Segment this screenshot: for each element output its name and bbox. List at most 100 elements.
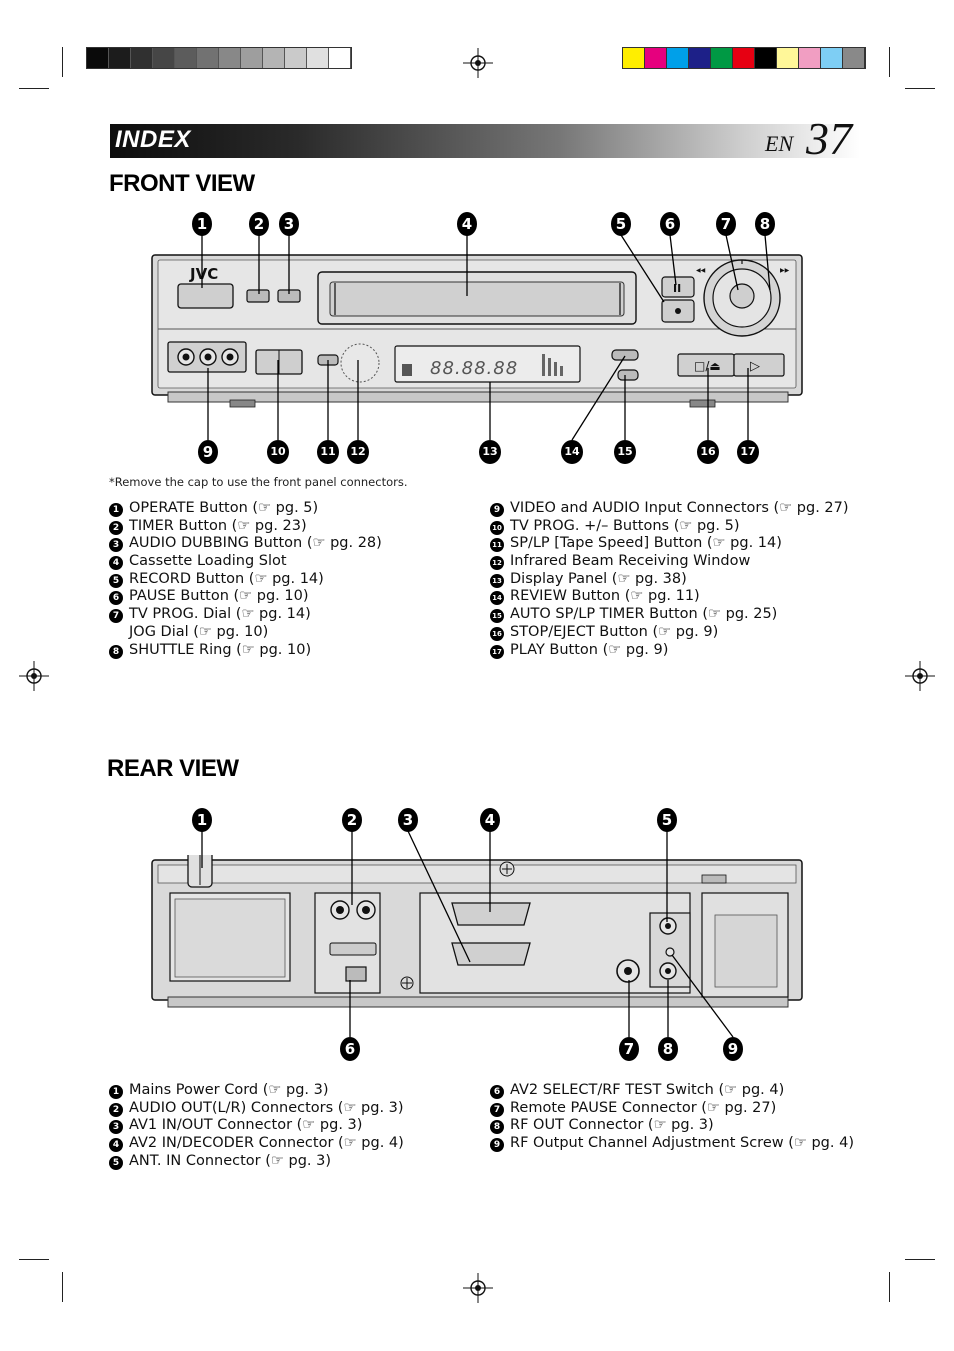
crop-mark [889, 47, 890, 77]
front-callout-5: 5 [611, 212, 631, 236]
list-item-text: Cassette Loading Slot [129, 553, 287, 570]
rear-callout-7: 7 [619, 1037, 639, 1061]
list-item-text: RF OUT Connector (☞ pg. 3) [510, 1117, 714, 1134]
list-item-number: 14 [490, 591, 504, 606]
rear-callout-3: 3 [398, 808, 418, 832]
registration-mark-icon [463, 1273, 493, 1303]
color-swatch [307, 48, 329, 68]
front-callout-6: 6 [660, 212, 680, 236]
color-swatch [733, 48, 755, 68]
list-item: 7 Remote PAUSE Connector (☞ pg. 27) [490, 1100, 854, 1118]
color-swatch [645, 48, 667, 68]
crop-mark [905, 1259, 935, 1260]
color-swatch [87, 48, 109, 68]
front-callout-14: 14 [561, 440, 583, 464]
list-item-text: AV2 IN/DECODER Connector (☞ pg. 4) [129, 1135, 404, 1152]
crop-mark [19, 88, 49, 89]
list-item-text: AUDIO DUBBING Button (☞ pg. 28) [129, 535, 382, 552]
color-swatch [843, 48, 865, 68]
list-item-text: RECORD Button (☞ pg. 14) [129, 570, 324, 587]
rear-callout-5: 5 [657, 808, 677, 832]
list-item-number: 12 [490, 556, 504, 571]
front-callout-10: 10 [267, 440, 289, 464]
front-callout-7: 7 [716, 212, 736, 236]
list-item-text: OPERATE Button (☞ pg. 5) [129, 500, 319, 516]
auto-sp-lp-timer-button [617, 369, 639, 381]
list-item-number: 7 [490, 1102, 504, 1117]
list-item-number: 3 [109, 1120, 123, 1135]
color-swatch [777, 48, 799, 68]
color-swatch [329, 48, 351, 68]
front-view-title: FRONT VIEW [109, 170, 255, 197]
list-item-text: AUTO SP/LP TIMER Button (☞ pg. 25) [510, 606, 778, 623]
front-callout-8: 8 [755, 212, 775, 236]
list-item-number: 15 [490, 609, 504, 624]
list-item-text: TV PROG. +/– Buttons (☞ pg. 5) [510, 517, 740, 534]
front-callout-2: 2 [249, 212, 269, 236]
list-item-text: PLAY Button (☞ pg. 9) [510, 641, 669, 658]
list-item-text: AUDIO OUT(L/R) Connectors (☞ pg. 3) [129, 1099, 404, 1116]
av1-scart-connector [451, 902, 531, 926]
list-item: JOG Dial (☞ pg. 10) [109, 624, 382, 642]
list-item: 8 SHUTTLE Ring (☞ pg. 10) [109, 642, 382, 660]
av2-select-switch [345, 966, 367, 982]
list-item-number: 17 [490, 644, 504, 659]
rear-panel-illustration [151, 855, 803, 1008]
operate-button [177, 283, 234, 309]
front-callout-3: 3 [279, 212, 299, 236]
rear-view-title: REAR VIEW [107, 755, 239, 782]
svg-text:◀◀: ◀◀ [696, 267, 706, 274]
color-swatch [197, 48, 219, 68]
list-item-text: Remote PAUSE Connector (☞ pg. 27) [510, 1099, 777, 1116]
front-callout-15: 15 [614, 440, 636, 464]
color-swatch [755, 48, 777, 68]
av2-scart-connector [451, 942, 531, 966]
list-item-number: 5 [109, 573, 123, 588]
registration-mark-icon [463, 48, 493, 78]
list-item-number: 5 [109, 1155, 123, 1170]
list-item-text: TV PROG. Dial (☞ pg. 14) [129, 606, 311, 623]
list-item-number: 8 [109, 644, 123, 659]
rear-callout-1: 1 [192, 808, 212, 832]
list-item-number: 6 [490, 1085, 504, 1099]
list-item-text: Mains Power Cord (☞ pg. 3) [129, 1082, 329, 1098]
color-calibration-bar [622, 47, 866, 69]
svg-text:▷: ▷ [750, 359, 760, 374]
list-item-number: 13 [490, 573, 504, 588]
list-item-number: 11 [490, 538, 504, 553]
list-item-number: 10 [490, 520, 504, 535]
list-item-number: 6 [109, 591, 123, 606]
color-swatch [821, 48, 843, 68]
list-item-number: 1 [109, 503, 123, 517]
front-panel-note: *Remove the cap to use the front panel c… [109, 475, 408, 489]
list-item: 5 ANT. IN Connector (☞ pg. 3) [109, 1153, 404, 1171]
registration-mark-icon [19, 661, 49, 691]
svg-text:II: II [673, 282, 681, 295]
crop-mark [62, 47, 63, 77]
front-callout-12: 12 [347, 440, 369, 464]
color-swatch [131, 48, 153, 68]
list-item-text: ANT. IN Connector (☞ pg. 3) [129, 1152, 332, 1169]
list-item-text: SHUTTLE Ring (☞ pg. 10) [129, 641, 312, 658]
list-item-number: 9 [490, 503, 504, 517]
jog-dial [729, 283, 755, 309]
list-item: 5 RECORD Button (☞ pg. 14) [109, 571, 382, 589]
color-swatch [799, 48, 821, 68]
list-item-text: Display Panel (☞ pg. 38) [510, 570, 687, 587]
language-label: EN [765, 131, 794, 156]
front-callout-11: 11 [317, 440, 339, 464]
list-item-text: STOP/EJECT Button (☞ pg. 9) [510, 623, 719, 640]
rear-callout-9: 9 [723, 1037, 743, 1061]
